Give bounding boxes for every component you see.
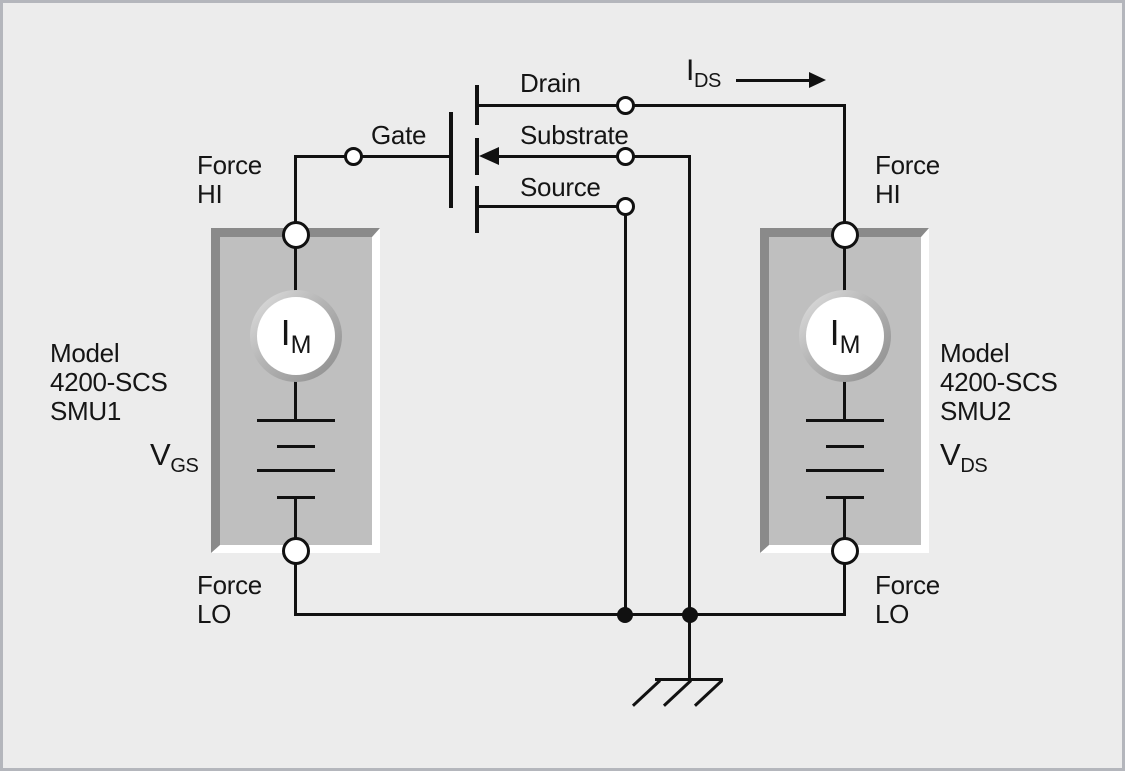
smu2-force-lo-terminal — [831, 537, 859, 565]
smu2-battery-plate-long — [806, 469, 884, 472]
wire-source-horizontal — [479, 205, 626, 208]
ids-arrowhead-icon — [809, 72, 826, 88]
gate-terminal-circle — [344, 147, 363, 166]
smu2-current-meter: IM — [799, 290, 891, 382]
smu1-voltage-label: VGS — [150, 437, 199, 477]
wire-bottom-rail — [294, 613, 846, 616]
mosfet-channel-substrate-segment — [475, 138, 479, 175]
smu2-battery-plate-short — [826, 445, 864, 448]
smu2-wire-terminal-to-meter — [843, 247, 846, 292]
smu2-battery-plate-short — [826, 496, 864, 499]
smu1-force-lo-terminal — [282, 537, 310, 565]
smu2-current-meter-face: IM — [806, 297, 884, 375]
ground-hash-icon — [631, 679, 662, 707]
wire-gate-vertical — [294, 155, 297, 222]
substrate-terminal-circle — [616, 147, 635, 166]
wire-substrate-vertical — [688, 155, 691, 616]
smu1-current-meter-face: IM — [257, 297, 335, 375]
smu1-wire-battery-to-terminal — [294, 498, 297, 539]
smu2-wire-battery-to-terminal — [843, 498, 846, 539]
wire-smu1-lo-vertical — [294, 563, 297, 615]
ids-arrow-line — [736, 79, 812, 82]
drain-label: Drain — [520, 68, 581, 98]
gate-label: Gate — [371, 120, 427, 150]
drain-terminal-circle — [616, 96, 635, 115]
mosfet-channel-source-segment — [475, 186, 479, 233]
smu2-force-hi-terminal — [831, 221, 859, 249]
wire-drain-to-smu2 — [843, 104, 846, 222]
ground-hash-icon — [662, 679, 693, 707]
substrate-rail-junction-dot — [682, 607, 698, 623]
mosfet-channel-drain-segment — [475, 85, 479, 125]
source-rail-junction-dot — [617, 607, 633, 623]
wire-drain-horizontal — [479, 104, 845, 107]
smu1-wire-meter-to-battery — [294, 380, 297, 422]
smu1-battery-plate-short — [277, 445, 315, 448]
source-label: Source — [520, 172, 601, 202]
wire-source-vertical — [624, 205, 627, 616]
smu1-wire-terminal-to-meter — [294, 247, 297, 292]
smu1-battery-plate-short — [277, 496, 315, 499]
ground-hash-icon — [693, 679, 724, 707]
smu1-battery-plate-long — [257, 469, 335, 472]
wire-gate-horizontal — [294, 155, 451, 158]
wire-smu2-lo-vertical — [843, 563, 846, 615]
smu1-battery-plate-long — [257, 419, 335, 422]
wire-substrate-horizontal — [497, 155, 690, 158]
smu1-meter-label: IM — [280, 312, 312, 359]
mosfet-gate-bar — [449, 112, 453, 208]
smu2-battery-plate-long — [806, 419, 884, 422]
source-terminal-circle — [616, 197, 635, 216]
smu1-force-hi-terminal — [282, 221, 310, 249]
wire-ground-vertical — [688, 615, 691, 680]
smu2-wire-meter-to-battery — [843, 380, 846, 422]
substrate-label: Substrate — [520, 120, 629, 150]
substrate-arrowhead-icon — [479, 147, 499, 165]
smu1-current-meter: IM — [250, 290, 342, 382]
smu2-voltage-label: VDS — [940, 437, 988, 477]
smu2-meter-label: IM — [829, 312, 861, 359]
ids-label: IDS — [686, 54, 721, 93]
